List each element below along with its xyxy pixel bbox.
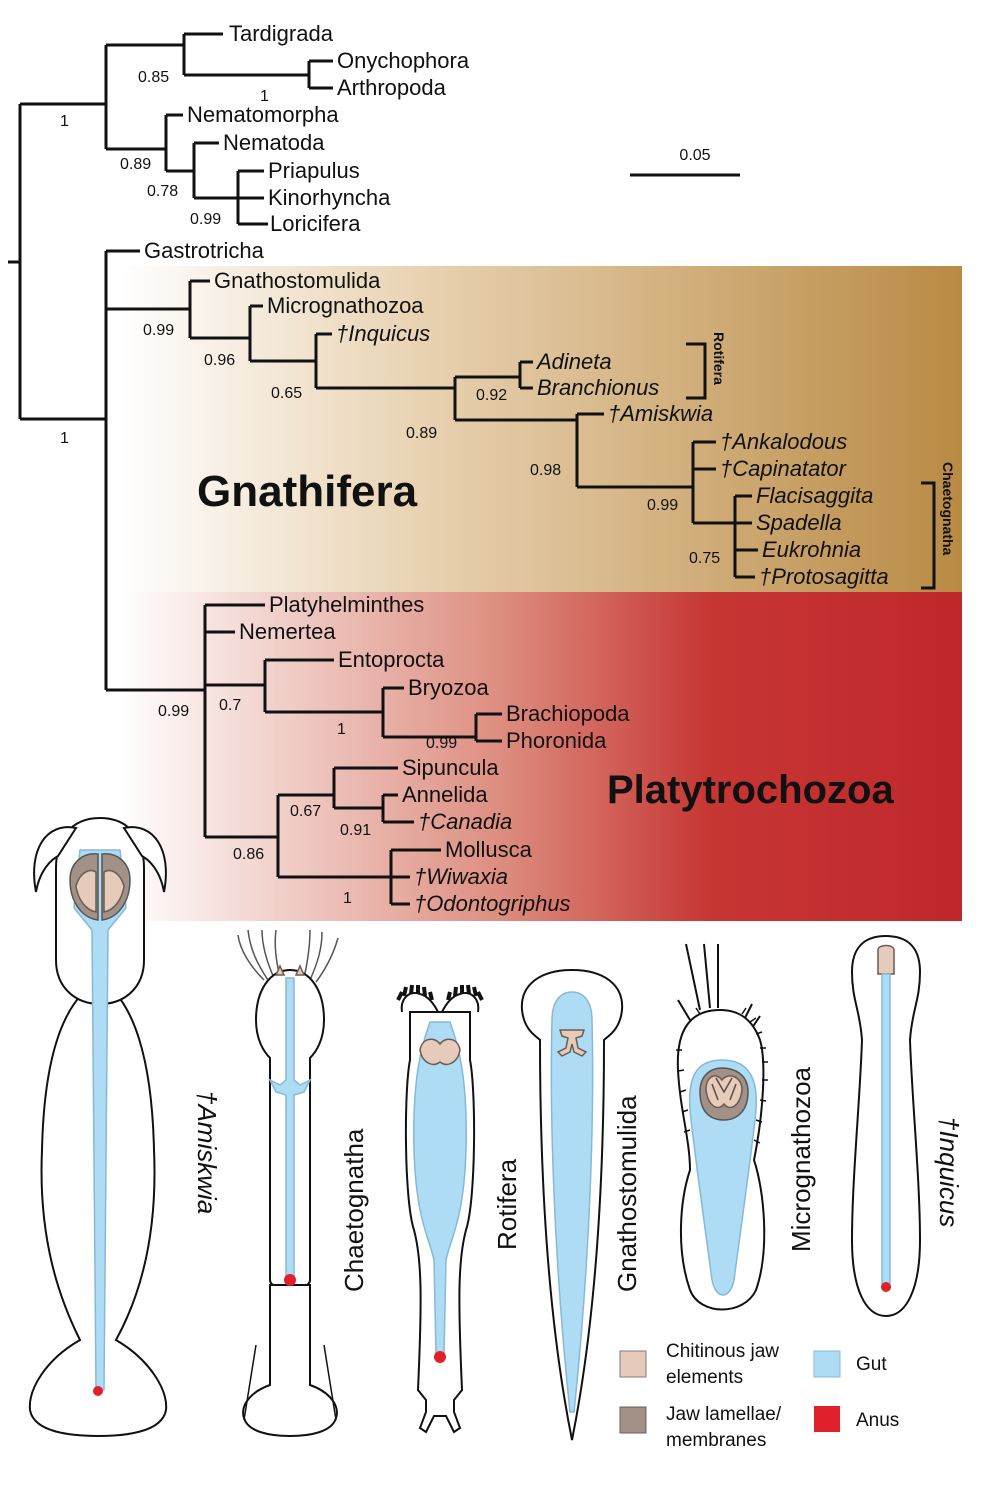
taxon-nematoda: Nematoda <box>223 130 325 155</box>
gnathostomulida-drawing <box>520 968 624 1441</box>
support-value: 0.92 <box>476 387 507 404</box>
chaetognatha-label: Chaetognatha <box>339 1128 369 1292</box>
rotifera-bracket <box>686 342 707 400</box>
legend-chitinous-label: Chitinous jaw <box>666 1341 779 1362</box>
taxon-phoronida: Phoronida <box>506 728 607 753</box>
rotifera-drawing <box>396 984 484 1434</box>
amiskwia-label: †Amiskwia <box>192 1090 222 1214</box>
taxon-eukrohnia: Eukrohnia <box>762 537 861 562</box>
support-value: 0.7 <box>219 697 241 714</box>
inquicus-label: †Inquicus <box>934 1116 964 1227</box>
support-value: 0.89 <box>120 156 151 173</box>
taxon-spadella: Spadella <box>756 510 842 535</box>
legend-chitinous-label-2: elements <box>666 1367 743 1388</box>
support-value: 0.75 <box>689 550 720 567</box>
support-value: 0.99 <box>426 735 457 752</box>
support-value: 0.85 <box>138 69 169 86</box>
legend-chitinous-swatch <box>619 1350 647 1378</box>
micrognathozoa-drawing <box>676 943 768 1311</box>
support-value: 1 <box>60 113 69 130</box>
support-value: 1 <box>337 721 346 738</box>
legend-lamellae-swatch <box>619 1406 647 1434</box>
support-value: 0.65 <box>271 385 302 402</box>
support-value: 0.99 <box>647 497 678 514</box>
support-value: 0.98 <box>530 462 561 479</box>
taxon-platyhelminthes: Platyhelminthes <box>269 592 424 617</box>
support-value: 0.86 <box>233 846 264 863</box>
taxon-annelida: Annelida <box>402 782 488 807</box>
taxon-protosagitta: †Protosagitta <box>759 564 889 589</box>
taxon-ankalodous: †Ankalodous <box>720 429 847 454</box>
taxon-onychophora: Onychophora <box>337 48 470 73</box>
support-value: 1 <box>260 88 269 105</box>
taxon-nematomorpha: Nematomorpha <box>187 102 339 127</box>
clade-platytrochozoa: Platytrochozoa <box>607 768 894 812</box>
taxon-priapulus: Priapulus <box>268 158 360 183</box>
taxon-adineta: Adineta <box>535 349 612 374</box>
taxon-nemertea: Nemertea <box>239 619 336 644</box>
gnathostomulida-label: Gnathostomulida <box>612 1095 642 1292</box>
taxon-brachiopoda: Brachiopoda <box>506 701 630 726</box>
taxon-tardigrada: Tardigrada <box>229 21 334 46</box>
legend-gut-swatch <box>813 1350 841 1378</box>
taxon-sipuncula: Sipuncula <box>402 755 499 780</box>
inquicus-drawing <box>850 934 922 1318</box>
support-value: 0.99 <box>143 322 174 339</box>
rotifera-bracket-label: Rotifera <box>711 332 727 385</box>
support-value: 1 <box>343 890 352 907</box>
support-value: 0.99 <box>190 211 221 228</box>
taxon-arthropoda: Arthropoda <box>337 75 447 100</box>
legend-lamellae-label: Jaw lamellae/ <box>666 1404 782 1425</box>
taxon-wiwaxia: †Wiwaxia <box>414 864 508 889</box>
taxon-odontogriphus: †Odontogriphus <box>414 891 571 916</box>
taxon-loricifera: Loricifera <box>270 211 361 236</box>
taxon-gastrotricha: Gastrotricha <box>144 238 265 263</box>
support-values: 0.85 1 1 0.89 0.78 0.99 1 0.99 0.96 0.65… <box>60 69 720 907</box>
taxon-canadia: †Canadia <box>418 809 512 834</box>
support-value: 0.99 <box>158 703 189 720</box>
legend: Chitinous jaw elements Jaw lamellae/ mem… <box>619 1341 899 1451</box>
taxon-capinatator: †Capinatator <box>720 456 848 481</box>
chaetognatha-bracket-label: Chaetognatha <box>940 462 956 556</box>
gnathifera-background <box>120 266 962 592</box>
platytrochozoa-background <box>120 592 962 921</box>
rotifera-label: Rotifera <box>492 1158 522 1250</box>
taxon-gnathostomulida: Gnathostomulida <box>214 268 381 293</box>
scale-bar-label: 0.05 <box>679 147 710 164</box>
legend-gut-label: Gut <box>856 1354 887 1375</box>
taxon-branchionus: Branchionus <box>537 375 659 400</box>
taxon-micrognathozoa: Micrognathozoa <box>267 293 424 318</box>
clade-gnathifera: Gnathifera <box>197 467 418 516</box>
legend-anus-swatch <box>814 1406 840 1432</box>
amiskwia-drawing <box>28 816 168 1438</box>
support-value: 0.67 <box>290 803 321 820</box>
support-value: 1 <box>60 430 69 447</box>
legend-anus-label: Anus <box>856 1410 899 1431</box>
taxon-inquicus: †Inquicus <box>336 321 430 346</box>
support-value: 0.78 <box>147 183 178 200</box>
support-value: 0.96 <box>204 352 235 369</box>
taxon-kinorhyncha: Kinorhyncha <box>268 185 391 210</box>
micrognathozoa-label: Micrognathozoa <box>786 1066 816 1252</box>
taxon-amiskwia: †Amiskwia <box>608 401 713 426</box>
tree-branches <box>8 32 758 906</box>
legend-lamellae-label-2: membranes <box>666 1430 766 1451</box>
taxon-mollusca: Mollusca <box>445 837 533 862</box>
chaetognatha-bracket <box>921 481 936 590</box>
support-value: 0.89 <box>406 425 437 442</box>
chaetognatha-drawing <box>237 929 339 1438</box>
taxon-entoprocta: Entoprocta <box>338 647 445 672</box>
support-value: 0.91 <box>340 822 371 839</box>
taxon-flacisaggita: Flacisaggita <box>756 483 873 508</box>
taxon-labels: Tardigrada Onychophora Arthropoda Nemato… <box>144 21 889 916</box>
taxon-bryozoa: Bryozoa <box>408 675 489 700</box>
